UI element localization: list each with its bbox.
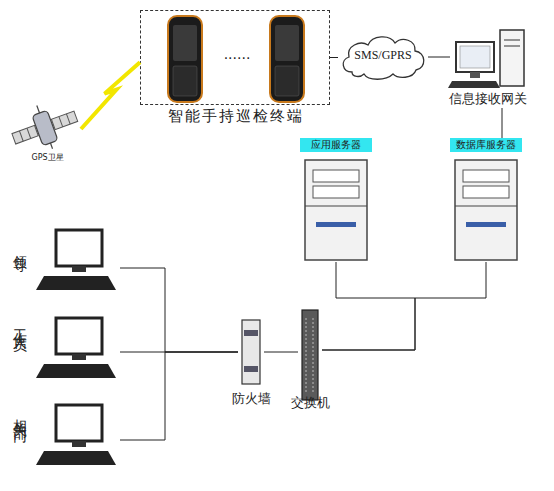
monitor-stand xyxy=(72,354,86,360)
monitor-screen xyxy=(460,46,490,68)
server-bay xyxy=(313,170,359,182)
monitor xyxy=(56,405,102,441)
server-divider xyxy=(305,206,367,207)
monitor xyxy=(456,42,494,72)
keyboard xyxy=(448,81,500,88)
network-cable xyxy=(322,262,415,350)
gateway-node: 信息接收网关 xyxy=(450,28,530,108)
satellite-body xyxy=(32,110,58,146)
firewall-band xyxy=(244,330,258,336)
network-cloud: SMS/GPRS xyxy=(338,32,428,82)
switch-device xyxy=(302,310,318,400)
node-label: 智能手持巡检终端 xyxy=(141,108,331,125)
node-label: SMS/GPRS xyxy=(338,49,428,63)
client-pc: 相关部门 xyxy=(12,404,120,484)
server-bay xyxy=(463,170,509,182)
panel-line xyxy=(27,128,31,138)
panel-line xyxy=(19,131,23,141)
node-label: 交换机 xyxy=(278,396,342,411)
monitor-stand xyxy=(72,441,86,447)
panel-line xyxy=(66,114,70,124)
server-tower xyxy=(455,160,517,260)
client-pc: 工作人员 xyxy=(12,316,120,390)
keyboard xyxy=(36,451,116,465)
terminal-screen xyxy=(173,25,197,61)
node-label: 领导 xyxy=(12,244,28,250)
node-label: 应用服务器 xyxy=(300,138,372,152)
switch-ports xyxy=(306,318,307,392)
server-tower xyxy=(305,160,367,260)
panel-line xyxy=(59,117,63,127)
monitor-stand xyxy=(470,72,480,78)
solar-panel xyxy=(51,111,77,130)
network-cable xyxy=(120,352,238,440)
wireless-link xyxy=(81,62,140,129)
monitor xyxy=(56,318,102,354)
keyboard xyxy=(36,276,116,290)
satellite-antenna xyxy=(50,143,52,149)
handheld-terminal xyxy=(168,16,202,102)
node-label: 防火墙 xyxy=(221,392,281,407)
firewall-node: 防火墙 xyxy=(238,318,264,418)
network-cable xyxy=(428,57,450,58)
tower-detail xyxy=(504,40,520,41)
terminal-keypad xyxy=(173,66,197,96)
node-label: 相关部门 xyxy=(12,408,28,420)
server-band xyxy=(466,222,506,227)
tower-detail xyxy=(504,46,520,47)
server-divider xyxy=(455,206,517,207)
terminal-screen xyxy=(275,25,299,61)
ellipsis-mark: ...... xyxy=(212,46,262,62)
server-band xyxy=(316,222,356,227)
satellite-node: GPS卫星 xyxy=(10,95,85,167)
switch-node: 交换机 xyxy=(298,308,322,420)
server-bay xyxy=(313,186,359,198)
solar-panel xyxy=(12,125,38,144)
firewall-band xyxy=(244,366,258,372)
handheld-terminal xyxy=(270,16,304,102)
firewall-device xyxy=(242,320,260,384)
server-node: 应用服务器 xyxy=(298,138,374,262)
switch-ports xyxy=(313,318,314,392)
satellite-antenna xyxy=(37,105,40,113)
network-cable xyxy=(322,262,486,350)
client-pc: 领导 xyxy=(12,228,120,294)
network-cable xyxy=(120,268,238,352)
monitor xyxy=(56,230,102,266)
node-label: 信息接收网关 xyxy=(438,92,538,107)
network-cable xyxy=(502,108,503,138)
network-cable xyxy=(264,352,298,353)
node-label: 数据库服务器 xyxy=(450,138,522,152)
node-label: GPS卫星 xyxy=(10,153,85,162)
server-node: 数据库服务器 xyxy=(448,138,524,262)
monitor-stand xyxy=(72,266,86,272)
server-bay xyxy=(463,186,509,198)
network-cable xyxy=(120,352,238,353)
network-cable xyxy=(330,57,338,58)
pc-tower xyxy=(500,30,524,86)
keyboard xyxy=(36,364,116,378)
terminal-keypad xyxy=(275,66,299,96)
node-label: 工作人员 xyxy=(12,318,28,330)
